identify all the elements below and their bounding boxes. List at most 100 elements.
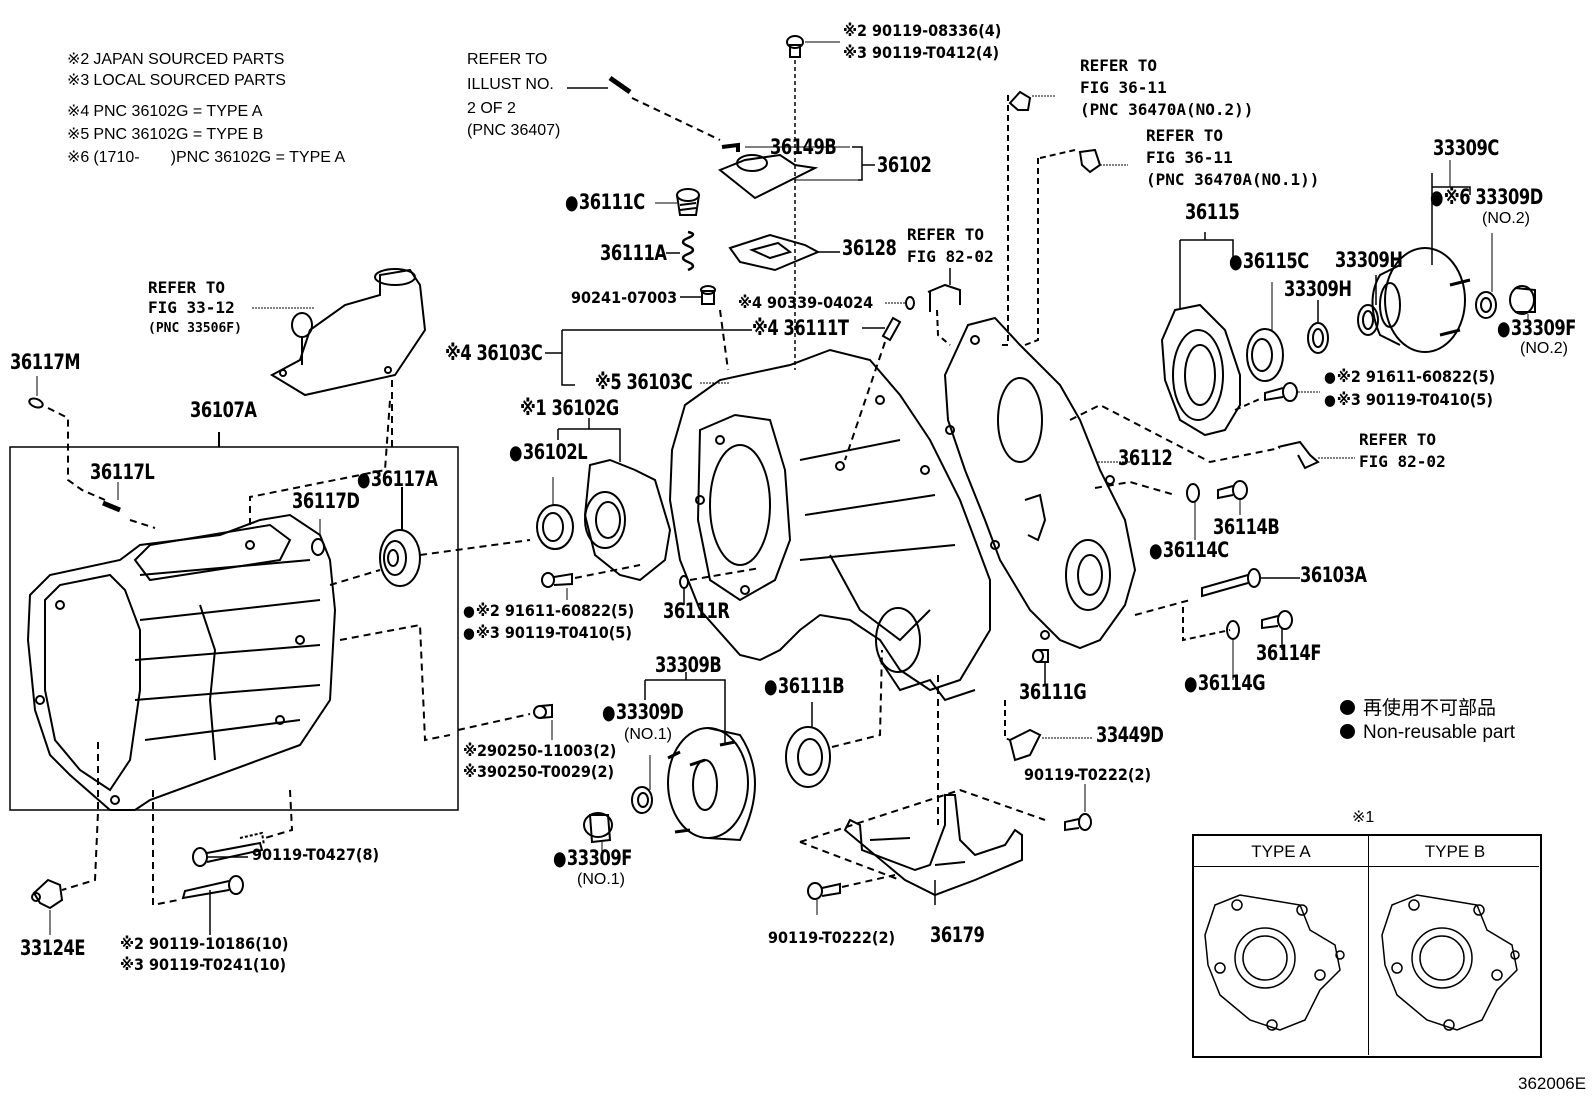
part-label-33124e[interactable]: 33124E: [20, 936, 86, 960]
type-table-mark: ※1: [1352, 809, 1375, 826]
part-label-36111t[interactable]: ※4 36111T: [752, 316, 849, 340]
part-label-36111b[interactable]: 36111B: [764, 676, 845, 697]
type-table-column-divider: [1368, 835, 1369, 1055]
ref-illust-line2[interactable]: ILLUST NO.: [467, 76, 554, 93]
part-label-36102g[interactable]: ※1 36102G: [520, 396, 619, 420]
part-label-33309d-no2-qualifier: (NO.2): [1482, 210, 1530, 227]
non-reusable-bullet-icon: [1340, 700, 1355, 715]
part-label-36103c-type-b[interactable]: ※5 36103C: [595, 370, 693, 394]
part-label-36117m[interactable]: 36117M: [10, 350, 81, 374]
ref-fig-36-11-no1-line2[interactable]: FIG 36-11: [1146, 148, 1233, 167]
ref-fig-82-02-right-line2[interactable]: FIG 82-02: [1359, 452, 1446, 471]
part-label-90119-t0427[interactable]: 90119-T0427(8): [252, 845, 380, 864]
part-label-33309f-no2[interactable]: 33309F: [1497, 318, 1576, 339]
non-reusable-bullet-icon: [1340, 724, 1355, 739]
part-label-33309c[interactable]: 33309C: [1433, 136, 1499, 160]
part-label-36102l[interactable]: 36102L: [509, 442, 588, 463]
part-label-90119-t0241[interactable]: ※3 90119-T0241(10): [120, 955, 287, 974]
extension-housing-drawing: [26, 513, 337, 811]
part-label-33309b[interactable]: 33309B: [655, 653, 722, 677]
part-label-33309h-lower[interactable]: 33309H: [1284, 277, 1352, 301]
ref-fig-33-12-line2[interactable]: FIG 33-12: [148, 298, 235, 317]
part-label-90119-t0412[interactable]: ※3 90119-T0412(4): [843, 43, 1000, 62]
part-label-33309h-upper[interactable]: 33309H: [1335, 248, 1403, 272]
plate-36128-drawing: [728, 233, 840, 272]
part-label-36111r[interactable]: 36111R: [663, 599, 730, 623]
part-label-36111g[interactable]: 36111G: [1019, 680, 1087, 704]
part-label-91611-60822-right[interactable]: ※2 91611-60822(5): [1324, 368, 1495, 385]
dowel-drawing: [457, 703, 553, 740]
ref-illust-line3[interactable]: 2 OF 2: [467, 100, 516, 117]
part-label-36115c[interactable]: 36115C: [1229, 251, 1309, 272]
part-label-36107a[interactable]: 36107A: [190, 398, 257, 422]
type-a-retainer-drawing: [1204, 894, 1345, 1031]
ref-fig-82-02-right-line1[interactable]: REFER TO: [1359, 430, 1437, 449]
part-label-90250-11003[interactable]: ※290250-11003(2): [463, 741, 617, 760]
part-label-33309f-no1[interactable]: 33309F: [553, 848, 632, 869]
part-label-36112[interactable]: 36112: [1118, 446, 1173, 470]
part-label-90119-t0222-left[interactable]: 90119-T0222(2): [768, 928, 896, 947]
part-label-90339-04024[interactable]: ※4 90339-04024: [738, 293, 874, 312]
part-label-36114f[interactable]: 36114F: [1256, 641, 1322, 665]
part-label-33309d-no1-qualifier: (NO.1): [624, 726, 672, 743]
type-a-header: TYPE A: [1251, 842, 1311, 861]
part-label-33309f-no2-qualifier: (NO.2): [1520, 340, 1568, 357]
part-label-36117a[interactable]: 36117A: [357, 469, 438, 490]
part-label-36128[interactable]: 36128: [842, 236, 897, 260]
part-label-36114g[interactable]: 36114G: [1184, 673, 1266, 694]
part-label-90119-08336[interactable]: ※2 90119-08336(4): [843, 21, 1002, 40]
part-label-36117d[interactable]: 36117D: [292, 489, 360, 513]
detent-parts-drawing: [655, 188, 716, 305]
part-label-90119-t0222-right[interactable]: 90119-T0222(2): [1024, 765, 1152, 784]
part-label-90250-t0029[interactable]: ※390250-T0029(2): [463, 762, 615, 781]
shift-retainer-drawing: [252, 268, 427, 450]
part-label-36103a[interactable]: 36103A: [1300, 563, 1367, 587]
part-label-90119-10186[interactable]: ※2 90119-10186(10): [120, 934, 289, 953]
part-label-36115[interactable]: 36115: [1185, 200, 1240, 224]
part-label-36103c-type-a[interactable]: ※4 36103C: [445, 341, 543, 365]
front-case-36112-drawing: [943, 316, 1137, 650]
ref-fig-82-02-top-line2[interactable]: FIG 82-02: [907, 247, 994, 266]
part-label-36117l[interactable]: 36117L: [90, 460, 155, 484]
ref-fig-36-11-no1-line3[interactable]: (PNC 36470A(NO.1)): [1146, 170, 1320, 189]
ref-illust-line1[interactable]: REFER TO: [467, 51, 548, 68]
part-label-36114c[interactable]: 36114C: [1149, 540, 1229, 561]
ref-fig-36-11-no1-line1[interactable]: REFER TO: [1146, 126, 1224, 145]
part-label-36114b[interactable]: 36114B: [1213, 515, 1280, 539]
part-label-36102[interactable]: 36102: [877, 153, 932, 177]
part-label-36179[interactable]: 36179: [930, 923, 985, 947]
type-b-retainer-drawing: [1381, 894, 1520, 1031]
ref-fig-36-11-no2-line3[interactable]: (PNC 36470A(NO.2)): [1080, 100, 1254, 119]
bracket-36179-drawing: [799, 675, 1092, 915]
ref-fig-33-12-line1[interactable]: REFER TO: [148, 278, 226, 297]
part-label-33309d-no1[interactable]: 33309D: [602, 702, 684, 723]
ref-fig-33-12-line3[interactable]: (PNC 33506F): [148, 321, 242, 336]
part-label-91611-60822-left[interactable]: ※2 91611-60822(5): [463, 602, 634, 619]
part-label-33309d-no2[interactable]: ※6 33309D: [1430, 187, 1543, 208]
legend-non-reusable-en: Non-reusable part: [1340, 723, 1515, 742]
legend-non-reusable-jp: 再使用不可部品: [1340, 699, 1496, 718]
part-label-90241-07003[interactable]: 90241-07003: [571, 288, 678, 307]
type-table: [1192, 834, 1542, 1058]
ref-fig-36-11-no2-line2[interactable]: FIG 36-11: [1080, 78, 1167, 97]
figure-code: 362006E: [1518, 1074, 1587, 1093]
part-label-36111c[interactable]: 36111C: [565, 192, 645, 213]
part-label-36111a[interactable]: 36111A: [600, 241, 667, 265]
bolt-top-drawing: [786, 35, 840, 370]
ref-fig-36-11-no2-line1[interactable]: REFER TO: [1080, 56, 1158, 75]
part-label-36149b[interactable]: 36149B: [770, 135, 837, 159]
part-label-33449d[interactable]: 33449D: [1096, 723, 1164, 747]
type-b-header: TYPE B: [1424, 842, 1486, 861]
retainer-36102g-drawing: [536, 418, 672, 600]
part-label-90119-t0410-right[interactable]: ※3 90119-T0410(5): [1324, 391, 1493, 408]
part-label-33309f-no1-qualifier: (NO.1): [577, 871, 625, 888]
ref-fig-82-02-top-line1[interactable]: REFER TO: [907, 225, 985, 244]
housing-group-box: [9, 446, 459, 811]
ref-illust-line4[interactable]: (PNC 36407): [467, 122, 561, 139]
part-label-90119-t0410-left[interactable]: ※3 90119-T0410(5): [463, 624, 632, 641]
